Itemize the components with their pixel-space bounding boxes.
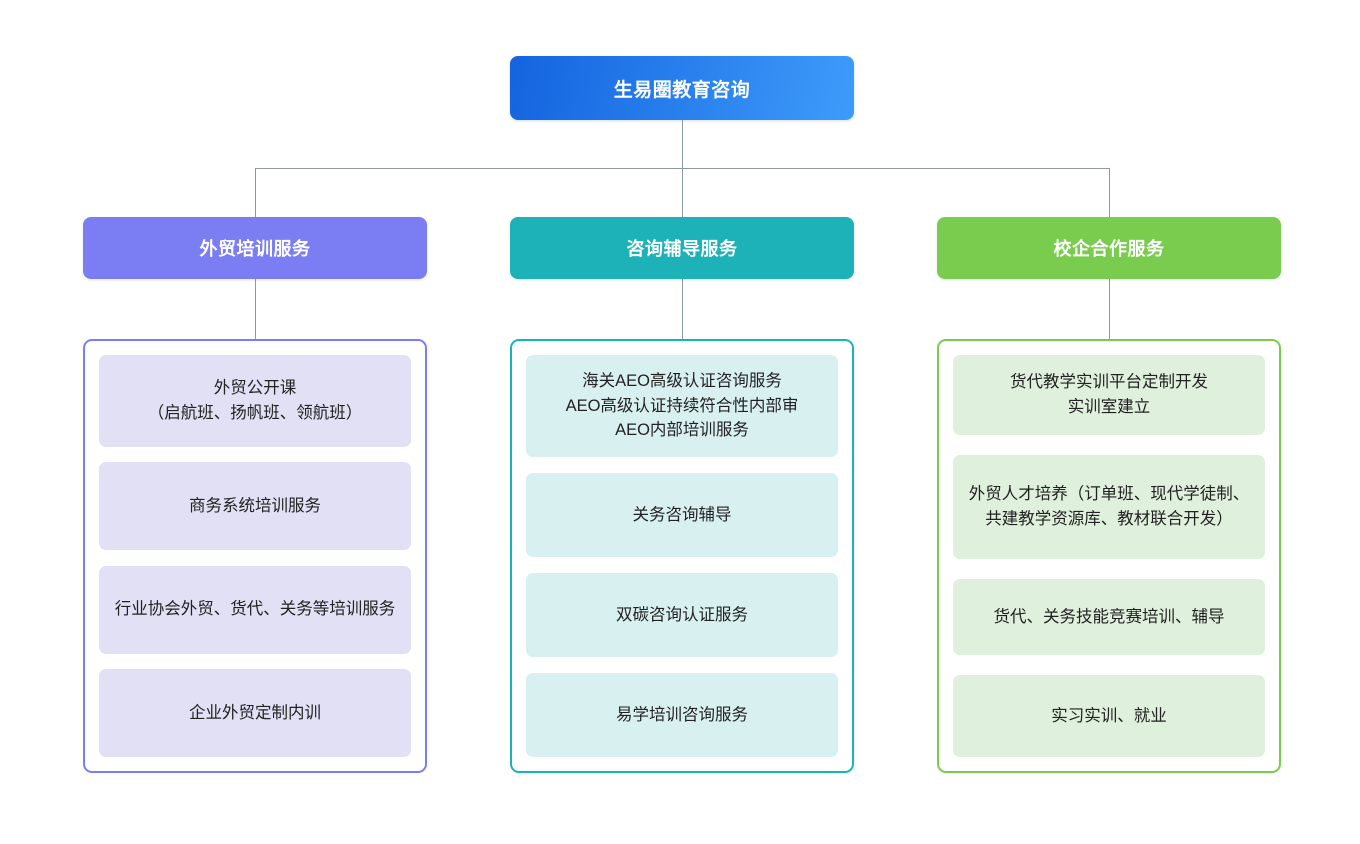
service-card-label: 海关AEO高级认证咨询服务 AEO高级认证持续符合性内部审 AEO内部培训服务 <box>565 371 799 440</box>
root-node[interactable]: 生易圈教育咨询 <box>510 56 854 120</box>
column-header-label: 校企合作服务 <box>1053 239 1165 259</box>
service-card[interactable]: 关务咨询辅导 <box>526 473 838 557</box>
service-card-label: 外贸公开课 （启航班、扬帆班、领航班） <box>147 379 363 422</box>
connector-header-to-box-1 <box>255 279 256 339</box>
connector-header-to-box-2 <box>682 279 683 339</box>
service-card[interactable]: 货代教学实训平台定制开发 实训室建立 <box>953 355 1265 435</box>
column-header-school-enterprise-cooperation[interactable]: 校企合作服务 <box>937 217 1281 279</box>
service-card-label: 关务咨询辅导 <box>632 505 732 524</box>
connector-branch-3 <box>1109 168 1110 217</box>
service-card[interactable]: 行业协会外贸、货代、关务等培训服务 <box>99 565 411 654</box>
connector-header-to-box-3 <box>1109 279 1110 339</box>
service-card[interactable]: 海关AEO高级认证咨询服务 AEO高级认证持续符合性内部审 AEO内部培训服务 <box>526 355 838 457</box>
service-card[interactable]: 外贸公开课 （启航班、扬帆班、领航班） <box>99 355 411 447</box>
root-node-label: 生易圈教育咨询 <box>613 79 751 101</box>
column-header-consulting-tutoring[interactable]: 咨询辅导服务 <box>510 217 854 279</box>
service-card[interactable]: 双碳咨询认证服务 <box>526 573 838 657</box>
service-card-label: 商务系统培训服务 <box>189 496 321 515</box>
service-card-label: 货代教学实训平台定制开发 实训室建立 <box>1010 373 1208 416</box>
service-card[interactable]: 商务系统培训服务 <box>99 462 411 551</box>
service-card-label: 外贸人才培养（订单班、现代学徒制、共建教学资源库、教材联合开发） <box>968 485 1250 528</box>
service-card-label: 易学培训咨询服务 <box>616 705 748 724</box>
service-card-label: 企业外贸定制内训 <box>189 703 321 722</box>
connector-branch-2 <box>682 168 683 217</box>
column-header-label: 咨询辅导服务 <box>626 239 738 259</box>
service-card[interactable]: 易学培训咨询服务 <box>526 673 838 757</box>
service-card-label: 行业协会外贸、货代、关务等培训服务 <box>114 600 396 619</box>
column-box-school-enterprise-cooperation: 货代教学实训平台定制开发 实训室建立 外贸人才培养（订单班、现代学徒制、共建教学… <box>937 339 1281 773</box>
service-card-label: 实习实训、就业 <box>1051 706 1167 725</box>
service-card[interactable]: 外贸人才培养（订单班、现代学徒制、共建教学资源库、教材联合开发） <box>953 455 1265 559</box>
service-card[interactable]: 企业外贸定制内训 <box>99 668 411 757</box>
service-card[interactable]: 实习实训、就业 <box>953 675 1265 757</box>
column-box-foreign-trade-training: 外贸公开课 （启航班、扬帆班、领航班） 商务系统培训服务 行业协会外贸、货代、关… <box>83 339 427 773</box>
service-card-label: 货代、关务技能竞赛培训、辅导 <box>993 607 1225 626</box>
column-header-label: 外贸培训服务 <box>199 239 311 259</box>
service-card[interactable]: 货代、关务技能竞赛培训、辅导 <box>953 579 1265 655</box>
connector-branch-1 <box>255 168 256 217</box>
column-box-consulting-tutoring: 海关AEO高级认证咨询服务 AEO高级认证持续符合性内部审 AEO内部培训服务 … <box>510 339 854 773</box>
connector-root-stem <box>682 120 683 168</box>
column-header-foreign-trade-training[interactable]: 外贸培训服务 <box>83 217 427 279</box>
service-card-label: 双碳咨询认证服务 <box>616 605 748 624</box>
